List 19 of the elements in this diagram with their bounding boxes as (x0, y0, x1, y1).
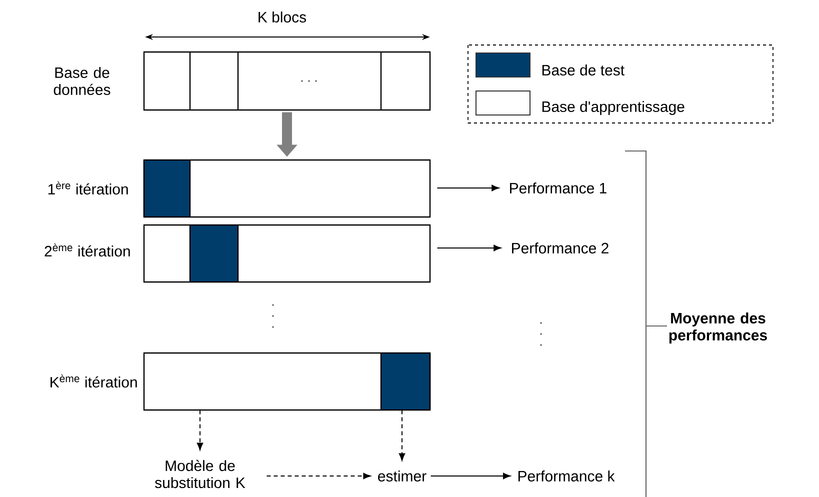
arrow (266, 472, 371, 480)
legend-text: Base d'apprentissage (542, 101, 684, 115)
text-label: Performance k (518, 470, 615, 482)
row-label: Base de données (54, 67, 110, 95)
row-label: K$^{ème}$ itération (50, 374, 137, 388)
arrow (196, 410, 204, 450)
arrow (398, 410, 406, 461)
legend-text: Base de test (542, 64, 624, 76)
summary-label: Moyenne des performances (669, 312, 767, 344)
arrow (436, 244, 502, 252)
row-label: 2$^{ème}$ itération (44, 243, 130, 257)
dimension-label: K blocs (258, 12, 306, 22)
arrow (430, 472, 511, 480)
arrow (436, 184, 500, 192)
text-label: Performance 1 (510, 182, 606, 194)
text-label: Modèle de substitution K (155, 460, 246, 488)
text-label: estimer (378, 470, 426, 482)
row-label: 1$^{ère}$ itération (48, 181, 128, 195)
text-label: Performance 2 (512, 242, 608, 254)
